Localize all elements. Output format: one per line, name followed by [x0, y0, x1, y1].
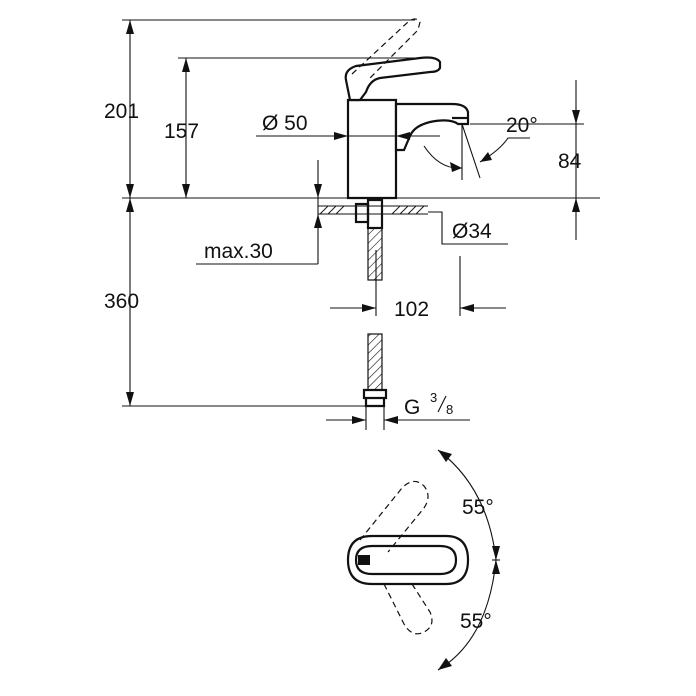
label-spout-height: 84: [558, 150, 582, 173]
label-hose-length: 360: [104, 290, 139, 313]
label-projection: 102: [394, 298, 429, 321]
lever-rotated-up: [359, 480, 429, 553]
dimension-lines: [122, 19, 584, 430]
lever: [344, 56, 442, 102]
hose-upper: [367, 227, 383, 281]
label-diameter-body: Ø 50: [262, 112, 308, 135]
lever-raised-outline: [351, 18, 421, 81]
lever-rotated-down: [383, 583, 433, 635]
lever-top-solid: [346, 534, 470, 586]
faucet-spout: [394, 102, 470, 152]
label-max-deck: max.30: [204, 240, 273, 263]
label-thread-numerator: 3: [430, 390, 437, 405]
deck-hatch: [319, 205, 425, 215]
hose-lower: [367, 333, 383, 391]
mounting-nut: [354, 202, 370, 224]
label-spout-angle: 20°: [506, 114, 538, 137]
hose-fitting: [362, 388, 388, 408]
label-height-overall: 201: [104, 100, 139, 123]
lever-top-view: [346, 449, 500, 671]
thread-fraction-bar: [437, 395, 447, 413]
label-height-body: 157: [164, 120, 199, 143]
faucet-body: [346, 98, 398, 200]
label-thread-denominator: 8: [446, 402, 453, 417]
label-thread: G: [404, 396, 420, 419]
lever-top-inner: [354, 544, 458, 576]
label-lever-angle-top: 55°: [462, 496, 494, 519]
faucet-side-view: [122, 18, 600, 408]
label-diameter-hole: Ø34: [452, 220, 492, 243]
label-lever-angle-bottom: 55°: [460, 610, 492, 633]
lever-top-slot: [358, 555, 370, 565]
